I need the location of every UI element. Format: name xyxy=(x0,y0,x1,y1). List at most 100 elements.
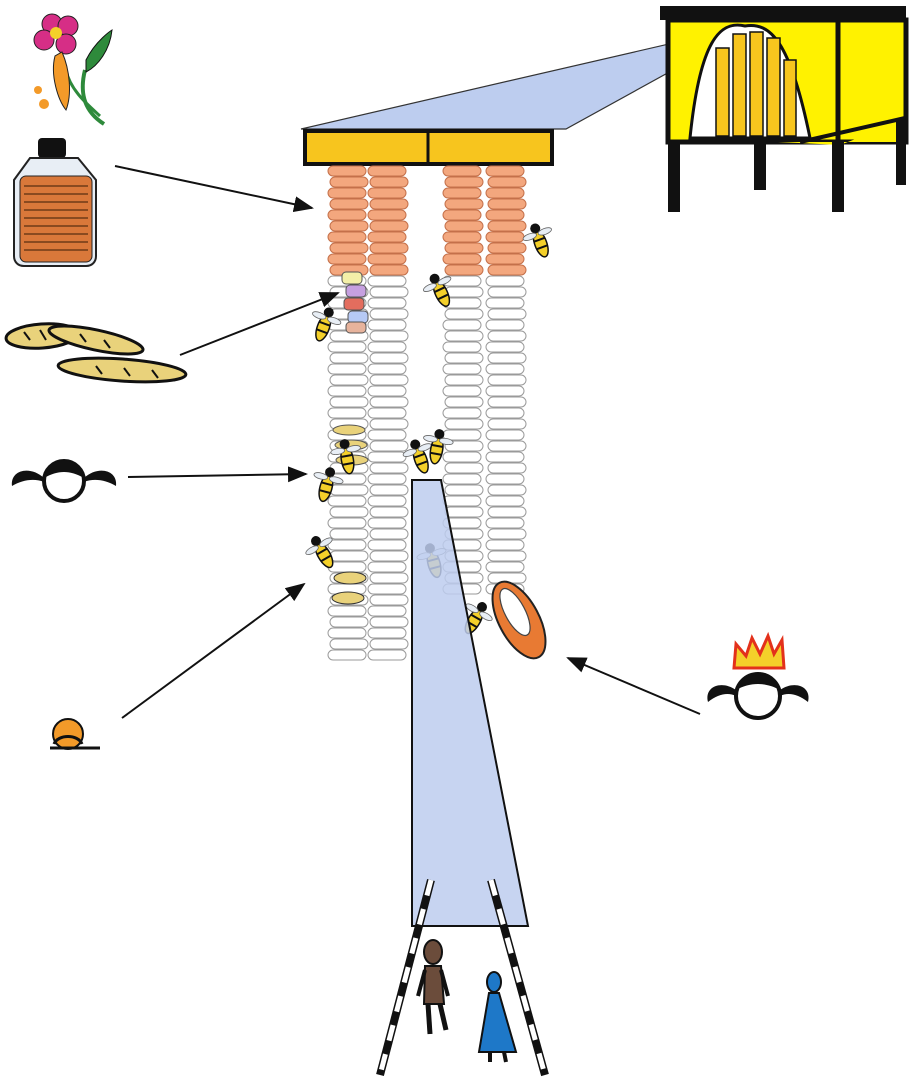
honey-cell xyxy=(445,265,483,275)
brood-cell xyxy=(370,287,408,297)
brood-cell xyxy=(488,309,526,319)
honey-jar-icon xyxy=(14,138,96,266)
brood-cell xyxy=(486,342,524,352)
brood-cell xyxy=(368,518,406,528)
brood-cell xyxy=(486,518,524,528)
comb-left xyxy=(328,166,408,660)
brood-cell xyxy=(370,507,408,517)
honey-cell xyxy=(488,265,526,275)
brood-cell xyxy=(486,276,524,286)
brood-cell xyxy=(368,320,406,330)
people-icon xyxy=(418,940,516,1062)
brood-cell xyxy=(368,562,406,572)
arrow-drone-to-comb xyxy=(122,584,304,718)
brood-cell xyxy=(370,551,408,561)
brood-cell xyxy=(443,342,481,352)
brood-cell xyxy=(328,408,366,418)
honey-cell xyxy=(368,188,406,198)
honey-cell xyxy=(368,254,406,264)
brood-cell xyxy=(445,419,483,429)
brood-cell xyxy=(443,386,481,396)
brood-cell xyxy=(368,276,406,286)
brood-cell xyxy=(328,540,366,550)
brood-cell xyxy=(368,540,406,550)
brood-cell xyxy=(488,441,526,451)
brood-cell xyxy=(368,474,406,484)
brood-cell xyxy=(488,419,526,429)
brood-cell xyxy=(486,298,524,308)
honey-cell xyxy=(328,188,366,198)
brood-cell xyxy=(330,551,368,561)
brood-cell xyxy=(370,617,408,627)
brood-cell xyxy=(370,375,408,385)
brood-cell xyxy=(486,562,524,572)
honey-cell xyxy=(488,177,526,187)
brood-cell xyxy=(328,562,366,572)
brood-cell xyxy=(488,397,526,407)
honey-cell xyxy=(330,177,368,187)
brood-cell xyxy=(486,320,524,330)
honey-cell xyxy=(328,254,366,264)
brood-cell xyxy=(368,606,406,616)
brood-cell xyxy=(443,496,481,506)
honey-cell xyxy=(330,221,368,231)
flower-icon xyxy=(34,14,112,124)
brood-cell xyxy=(486,430,524,440)
brood-cell xyxy=(328,606,366,616)
honey-cell xyxy=(445,221,483,231)
brood-cell xyxy=(443,474,481,484)
honey-cell xyxy=(330,243,368,253)
brood-cell xyxy=(488,287,526,297)
brood-cell xyxy=(443,430,481,440)
brood-cell xyxy=(328,628,366,638)
honey-cell xyxy=(486,254,524,264)
honey-cell xyxy=(328,210,366,220)
brood-cell xyxy=(328,518,366,528)
brood-cell xyxy=(488,353,526,363)
brood-cell xyxy=(368,342,406,352)
brood-cell xyxy=(368,496,406,506)
brood-cell xyxy=(330,485,368,495)
brood-cell xyxy=(488,551,526,561)
honey-cell xyxy=(370,177,408,187)
honey-cell xyxy=(488,199,526,209)
honey-cell xyxy=(370,199,408,209)
brood-cell xyxy=(486,386,524,396)
brood-cell xyxy=(370,309,408,319)
brood-cell xyxy=(370,419,408,429)
worker-head-icon xyxy=(12,461,116,501)
brood-cell xyxy=(486,364,524,374)
honey-cell xyxy=(445,177,483,187)
brood-cell xyxy=(445,507,483,517)
brood-cell xyxy=(330,507,368,517)
brood-cell xyxy=(488,463,526,473)
honey-cell xyxy=(443,232,481,242)
brood-cell xyxy=(445,397,483,407)
brood-cell xyxy=(328,342,366,352)
arrow-worker-to-comb xyxy=(128,474,306,477)
honey-cell xyxy=(486,188,524,198)
brood-cell xyxy=(488,485,526,495)
honey-cell xyxy=(445,199,483,209)
brood-cell xyxy=(445,331,483,341)
brood-cell xyxy=(368,364,406,374)
brood-cell xyxy=(445,463,483,473)
honey-cell xyxy=(330,199,368,209)
brood-cell xyxy=(445,353,483,363)
bread-loaves-icon xyxy=(5,320,186,385)
woman-figure xyxy=(479,972,516,1062)
comb-right xyxy=(443,166,526,594)
man-figure xyxy=(418,940,448,1034)
brood-cell xyxy=(486,540,524,550)
brood-cell xyxy=(330,353,368,363)
drone-head-icon xyxy=(50,719,100,749)
brood-cell xyxy=(443,452,481,462)
brood-cell xyxy=(488,375,526,385)
brood-cell xyxy=(368,298,406,308)
brood-cell xyxy=(443,320,481,330)
brood-cell xyxy=(370,595,408,605)
brood-cell xyxy=(370,353,408,363)
brood-cell xyxy=(445,375,483,385)
brood-cell xyxy=(328,496,366,506)
